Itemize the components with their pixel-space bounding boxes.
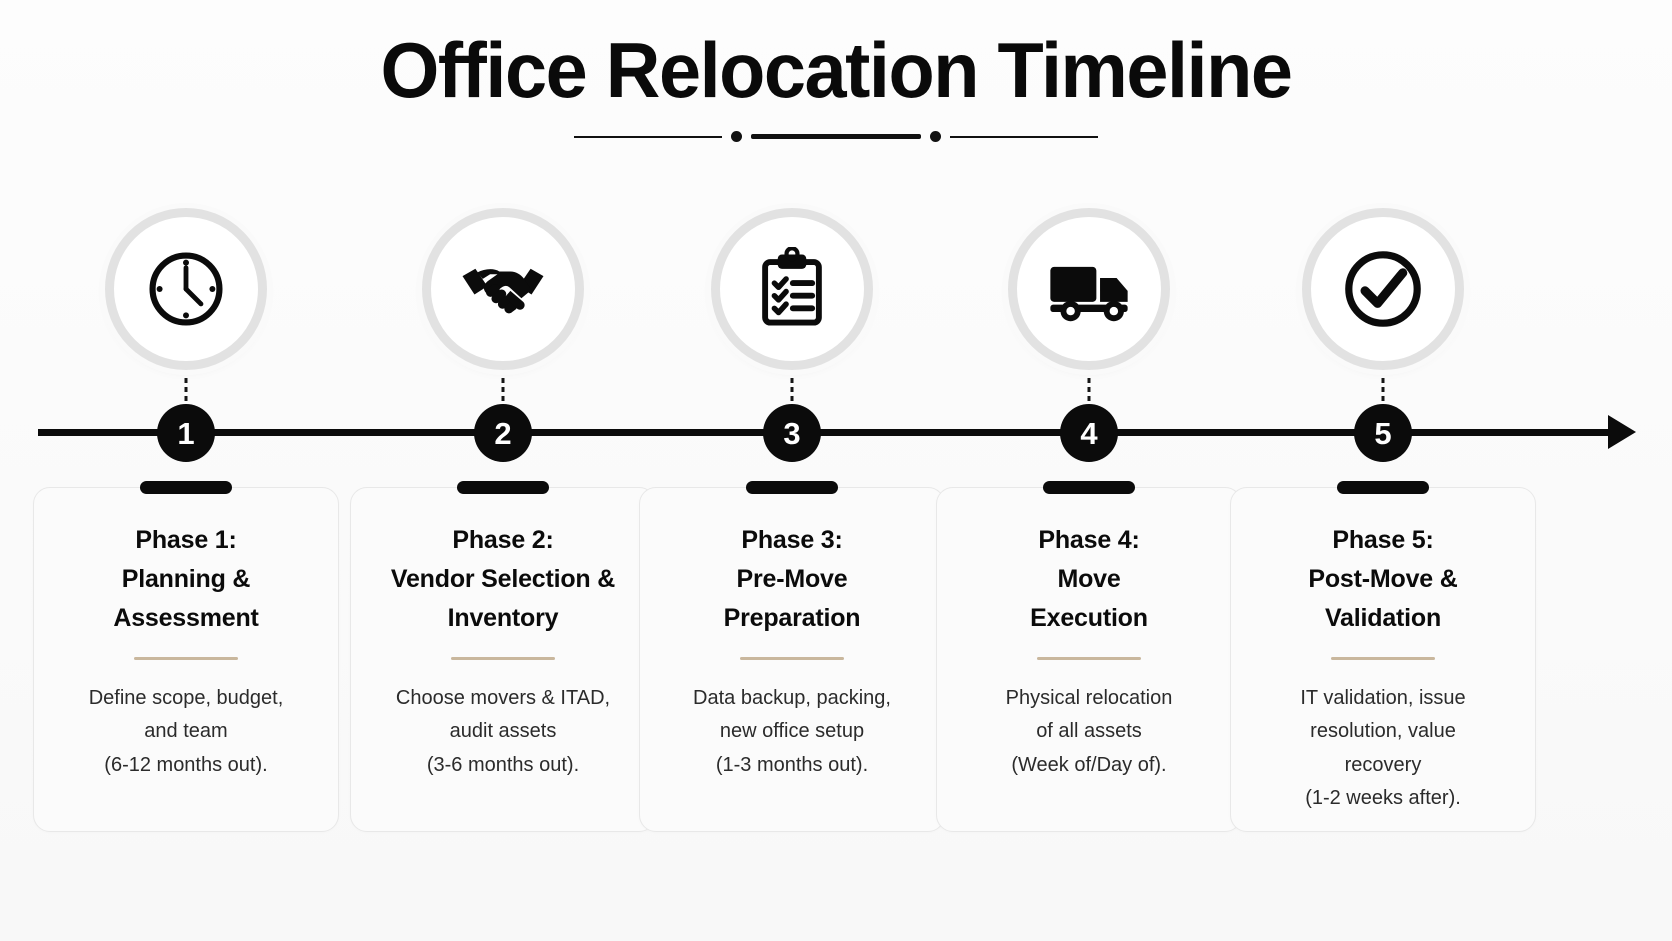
phase-3-connector: [790, 378, 794, 420]
phase-4-title-line-1: Phase 4:: [1038, 526, 1140, 554]
phase-3-title-line-1: Phase 3:: [741, 526, 843, 554]
phase-5-title-line-1: Phase 5:: [1332, 526, 1434, 554]
phase-2-divider: [451, 657, 555, 661]
phase-2-card[interactable]: Phase 2: Vendor Selection & Inventory Ch…: [350, 487, 656, 832]
phase-2-title-line-3: Inventory: [447, 603, 559, 632]
clock-icon: [142, 245, 230, 333]
phase-2-title-line-1: Phase 2:: [452, 526, 554, 554]
timeline-arrow-icon: [1608, 415, 1636, 449]
phase-3-icon-badge: [711, 208, 873, 370]
phase-2-body-line-1: Choose movers & ITAD,: [395, 687, 611, 710]
phase-3-title-line-2: Pre-Move: [736, 564, 848, 593]
check-circle-icon: [1338, 244, 1428, 334]
ornament-dot-left: [731, 131, 742, 143]
phase-1-divider: [134, 657, 238, 661]
phase-5-body-line-3: recovery: [1344, 753, 1422, 776]
phase-4-card[interactable]: Phase 4: Move Execution Physical relocat…: [936, 487, 1242, 832]
phase-4-body-line-3: (Week of/Day of).: [1011, 753, 1167, 776]
phase-2-connector: [501, 378, 505, 420]
phase-column-5: 5 Phase 5: Post-Move & Validation IT val…: [1230, 0, 1536, 941]
phase-2-body-line-3: (3-6 months out).: [426, 753, 580, 776]
ornament-line-left: [574, 135, 722, 138]
phase-column-4: 4 Phase 4: Move Execution Physical reloc…: [936, 0, 1242, 941]
phase-5-body-line-1: IT validation, issue: [1300, 687, 1466, 710]
phase-3-divider: [740, 657, 844, 661]
phase-1-card[interactable]: Phase 1: Planning & Assessment Define sc…: [33, 487, 339, 832]
phase-4-title-line-3: Execution: [1030, 603, 1148, 632]
phase-4-connector: [1087, 378, 1091, 420]
phase-1-body-line-3: (6-12 months out).: [104, 753, 268, 776]
handshake-icon: [457, 243, 549, 335]
phase-4-body-line-1: Physical relocation: [1005, 687, 1173, 710]
phase-3-body-line-3: (1-3 months out).: [715, 753, 869, 776]
ornament-dot-right: [930, 131, 941, 143]
phase-5-icon-badge: [1302, 208, 1464, 370]
phase-1-icon-badge: [105, 208, 267, 370]
ornament-line-center: [751, 134, 921, 140]
phase-3-node[interactable]: 3: [763, 404, 821, 462]
phase-1-node[interactable]: 1: [157, 404, 215, 462]
phase-3-body-line-2: new office setup: [719, 720, 865, 743]
phase-5-title-line-2: Post-Move &: [1308, 564, 1458, 593]
phase-2-title-line-2: Vendor Selection &: [390, 564, 616, 593]
phase-1-title-line-1: Phase 1:: [135, 526, 237, 554]
phase-column-3: 3 Phase 3: Pre-Move Preparation Data bac…: [639, 0, 945, 941]
phase-5-card[interactable]: Phase 5: Post-Move & Validation IT valid…: [1230, 487, 1536, 832]
title-ornament-divider: [0, 130, 1672, 144]
phase-1-title-line-2: Planning &: [121, 564, 251, 593]
phase-column-1: 1 Phase 1: Planning & Assessment Define …: [33, 0, 339, 941]
phase-1-body-line-2: and team: [144, 720, 228, 743]
phase-4-icon-badge: [1008, 208, 1170, 370]
phase-5-title-line-3: Validation: [1324, 603, 1442, 632]
phase-4-title-line-2: Move: [1057, 564, 1121, 593]
ornament-line-right: [950, 135, 1098, 138]
phase-2-body-line-2: audit assets: [449, 720, 557, 743]
phase-5-card-tab: [1337, 481, 1429, 494]
title-block: Office Relocation Timeline: [0, 26, 1672, 144]
phase-4-node[interactable]: 4: [1060, 404, 1118, 462]
phase-2-card-tab: [457, 481, 549, 494]
phase-5-connector: [1381, 378, 1385, 420]
phase-column-2: 2 Phase 2: Vendor Selection & Inventory …: [350, 0, 656, 941]
phase-5-node[interactable]: 5: [1354, 404, 1412, 462]
clipboard-checklist-icon: [750, 247, 834, 331]
phase-5-divider: [1331, 657, 1435, 661]
phase-4-card-tab: [1043, 481, 1135, 494]
phase-4-body-line-2: of all assets: [1036, 720, 1142, 743]
phase-1-connector: [184, 378, 188, 420]
delivery-truck-icon: [1043, 243, 1135, 335]
phase-5-body-line-2: resolution, value: [1310, 720, 1456, 743]
phase-2-icon-badge: [422, 208, 584, 370]
phase-1-card-tab: [140, 481, 232, 494]
phase-5-body-line-4: (1-2 weeks after).: [1305, 786, 1461, 809]
timeline-axis-line: [38, 429, 1618, 436]
phase-2-node[interactable]: 2: [474, 404, 532, 462]
phase-4-divider: [1037, 657, 1141, 661]
phase-1-body-line-1: Define scope, budget,: [88, 687, 284, 710]
phase-1-title-line-3: Assessment: [113, 603, 259, 632]
phase-3-card-tab: [746, 481, 838, 494]
phase-3-card[interactable]: Phase 3: Pre-Move Preparation Data backu…: [639, 487, 945, 832]
phase-3-body-line-1: Data backup, packing,: [693, 687, 891, 710]
page-title: Office Relocation Timeline: [380, 26, 1293, 114]
phase-3-title-line-3: Preparation: [723, 603, 861, 632]
